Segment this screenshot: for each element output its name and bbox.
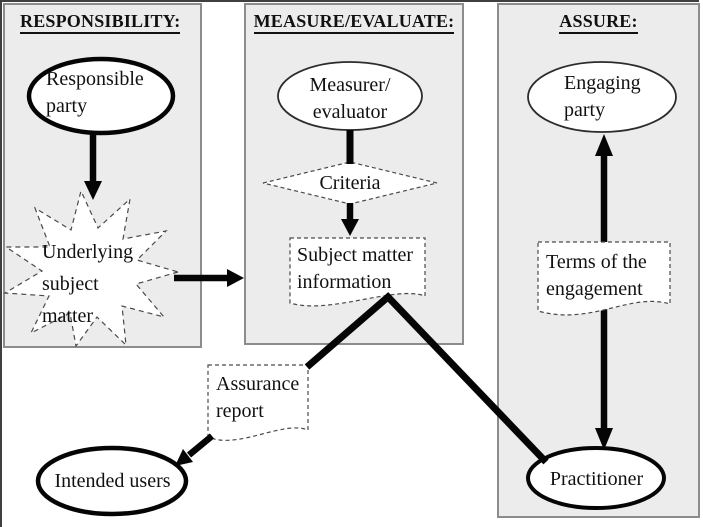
panel-title-responsibility: RESPONSIBILITY: — [20, 11, 181, 34]
panel-title-measure-evaluate: MEASURE/EVALUATE: — [244, 11, 464, 34]
measurer-evaluator-label: Measurer/ evaluator — [309, 74, 391, 123]
underlying-subject-matter-label: Underlying subject matter — [42, 241, 134, 327]
practitioner-label: Practitioner — [549, 468, 644, 490]
engaging-party-label: Engaging party — [564, 72, 641, 121]
intended-users-label: Intended users — [54, 470, 171, 492]
panel-title-assure: ASSURE: — [497, 11, 700, 34]
criteria-label: Criteria — [319, 172, 381, 194]
assurance-report-label: Assurance report — [216, 373, 300, 422]
terms-of-engagement-label: Terms of the engagement — [546, 251, 647, 300]
report-to-intended-users-arrow — [175, 433, 215, 466]
responsible-party-label: Responsible party — [46, 68, 144, 117]
subject-matter-information-label: Subject matter information — [297, 244, 414, 293]
